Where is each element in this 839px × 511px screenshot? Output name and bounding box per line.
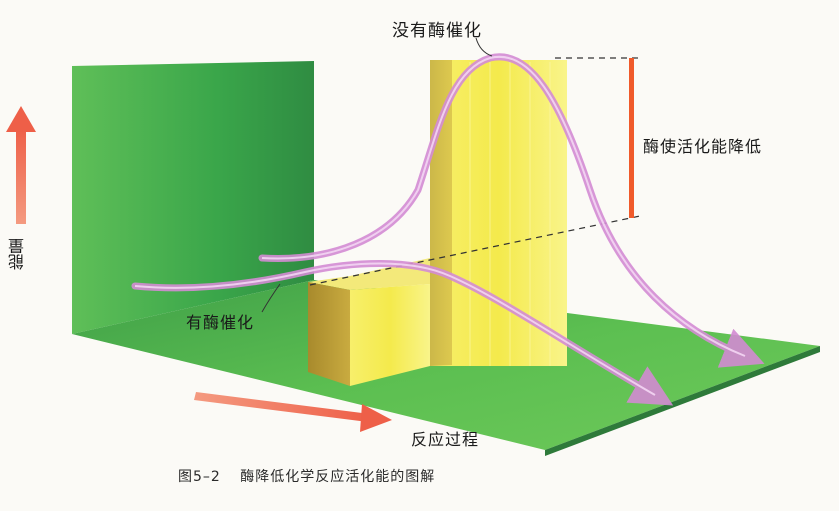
tall-block-front xyxy=(430,60,567,366)
process-axis-arrow xyxy=(194,392,392,432)
with-leader-line xyxy=(261,283,281,313)
figure-number: 图5–2 xyxy=(178,469,221,485)
enzyme-curve-highlight xyxy=(134,262,656,396)
difference-bar xyxy=(629,58,634,218)
lower-level-dashed-line xyxy=(309,215,641,286)
energy-axis-arrow xyxy=(6,106,36,224)
no-enzyme-curve-highlight xyxy=(261,55,746,357)
no-enzyme-label: 没有酶催化 xyxy=(392,21,482,41)
short-block-side xyxy=(308,282,350,386)
figure-caption: 图5–2 酶降低化学反应活化能的图解 xyxy=(178,466,435,486)
without-leader-line xyxy=(475,37,493,57)
with-enzyme-label: 有酶催化 xyxy=(186,313,255,332)
tall-block-stripes xyxy=(469,62,551,366)
lowered-energy-label: 酶使活化能降低 xyxy=(643,137,763,156)
short-block-front xyxy=(350,284,430,386)
energy-label: 能量 xyxy=(8,238,27,270)
figure-title: 酶降低化学反应活化能的图解 xyxy=(240,469,436,485)
reaction-process-label: 反应过程 xyxy=(411,430,480,449)
floor-edge xyxy=(545,346,820,456)
back-wall xyxy=(72,61,314,334)
